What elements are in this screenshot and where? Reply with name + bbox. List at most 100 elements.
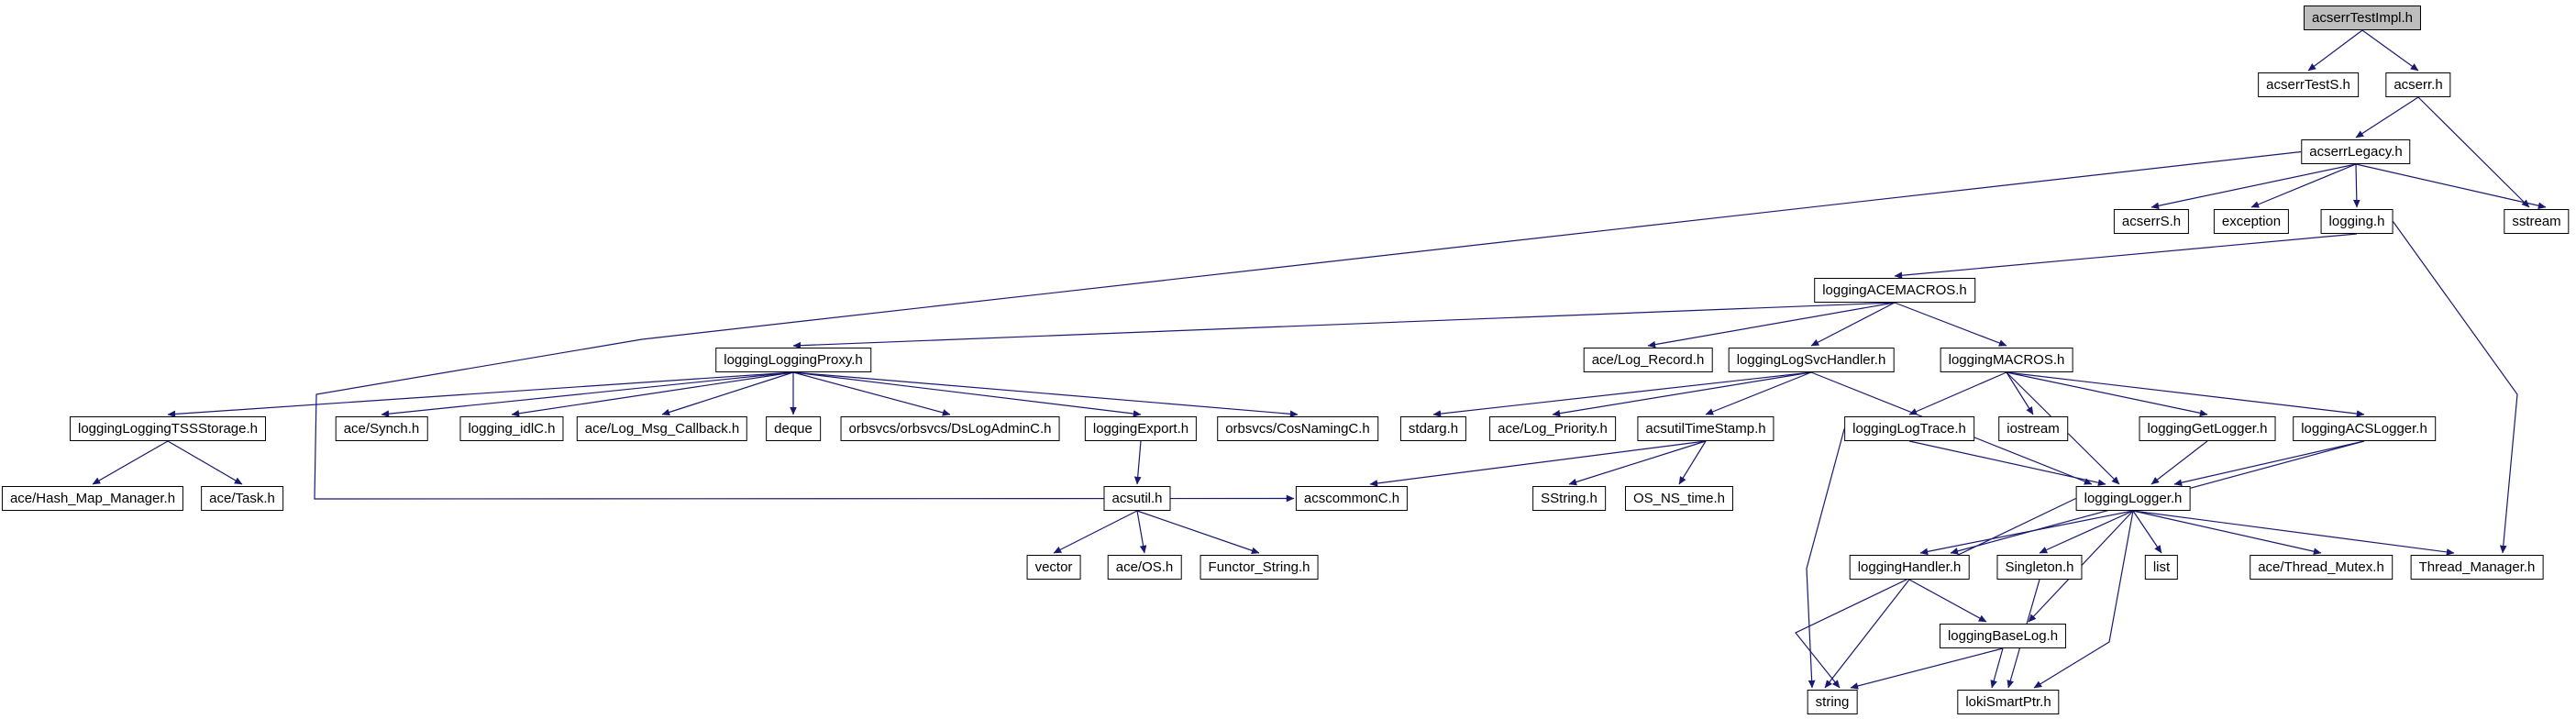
node-acserrtests-h[interactable]: acserrTestS.h bbox=[2258, 72, 2359, 97]
node-loggingacslogger-h[interactable]: loggingACSLogger.h bbox=[2293, 416, 2436, 441]
node-logginglogsvchandler-h[interactable]: loggingLogSvcHandler.h bbox=[1728, 348, 1895, 372]
include-edge bbox=[1678, 440, 1707, 485]
node-loggingloggingtssstorage-h[interactable]: loggingLoggingTSSStorage.h bbox=[70, 416, 266, 441]
node-ace-os-h[interactable]: ace/OS.h bbox=[1107, 555, 1182, 580]
include-edge bbox=[1136, 510, 1147, 554]
include-edge bbox=[2250, 163, 2357, 208]
include-edge bbox=[2355, 96, 2419, 138]
include-edge bbox=[2132, 510, 2162, 554]
node-acserr-h[interactable]: acserr.h bbox=[2385, 72, 2451, 97]
include-edge bbox=[1908, 579, 1987, 623]
node-acserrtestimpl-h: acserrTestImpl.h bbox=[2303, 6, 2422, 30]
include-edge bbox=[1552, 371, 1812, 417]
include-edge bbox=[2150, 440, 2208, 485]
node-os-ns-time-h[interactable]: OS_NS_time.h bbox=[1624, 486, 1734, 511]
include-edge bbox=[1568, 440, 1707, 486]
include-edge bbox=[2307, 29, 2363, 72]
node-acsutiltimestamp-h[interactable]: acsutilTimeStamp.h bbox=[1637, 416, 1774, 441]
include-edge bbox=[1990, 647, 2004, 689]
include-edge bbox=[1908, 440, 2106, 487]
node-loggingexport-h[interactable]: loggingExport.h bbox=[1084, 416, 1198, 441]
include-edge bbox=[1894, 302, 2007, 347]
include-edge bbox=[2355, 163, 2547, 209]
node-logginghandler-h[interactable]: loggingHandler.h bbox=[1849, 555, 1970, 580]
include-edge bbox=[167, 440, 243, 485]
include-edge bbox=[661, 371, 794, 416]
node-acserrlegacy-h[interactable]: acserrLegacy.h bbox=[2301, 139, 2411, 164]
include-edge bbox=[792, 371, 1142, 417]
node-iostream[interactable]: iostream bbox=[1998, 416, 2068, 441]
node-logginggetlogger-h[interactable]: loggingGetLogger.h bbox=[2139, 416, 2276, 441]
node-deque[interactable]: deque bbox=[766, 416, 821, 441]
include-edge bbox=[1919, 510, 2134, 556]
include-edge bbox=[2352, 163, 2360, 208]
node-string[interactable]: string bbox=[1807, 690, 1858, 714]
node-exception[interactable]: exception bbox=[2213, 209, 2290, 234]
node-loggingacemacros-h[interactable]: loggingACEMACROS.h bbox=[1814, 278, 1975, 303]
node-thread-manager-h[interactable]: Thread_Manager.h bbox=[2410, 555, 2544, 580]
node-logginglogtrace-h[interactable]: loggingLogTrace.h bbox=[1844, 416, 1974, 441]
node-ace-task-h[interactable]: ace/Task.h bbox=[201, 486, 283, 511]
include-edge bbox=[1850, 647, 2004, 690]
include-edge bbox=[2033, 510, 2134, 689]
node-lokismartptr-h[interactable]: lokiSmartPtr.h bbox=[1957, 690, 2060, 714]
include-edge bbox=[1705, 371, 1812, 415]
node-logging-idlc-h[interactable]: logging_idlC.h bbox=[459, 416, 564, 441]
include-edge bbox=[2392, 221, 2518, 554]
include-edge bbox=[314, 150, 2302, 503]
node-orbsvcs-cosnamingc-h[interactable]: orbsvcs/CosNamingC.h bbox=[1217, 416, 1378, 441]
include-edge bbox=[511, 371, 794, 417]
include-edge bbox=[1894, 233, 2358, 280]
include-edge bbox=[381, 371, 794, 417]
node-orbsvcs-orbsvcs-dslogadminc-h[interactable]: orbsvcs/orbsvcs/DsLogAdminC.h bbox=[840, 416, 1060, 441]
include-edge bbox=[2039, 510, 2134, 554]
node-ace-log-record-h[interactable]: ace/Log_Record.h bbox=[1583, 348, 1713, 372]
node-stdarg-h[interactable]: stdarg.h bbox=[1399, 416, 1467, 441]
node-list[interactable]: list bbox=[2144, 555, 2179, 580]
node-ace-synch-h[interactable]: ace/Synch.h bbox=[335, 416, 428, 441]
include-edge bbox=[2417, 96, 2530, 208]
node-vector[interactable]: vector bbox=[1026, 555, 1081, 580]
include-edge bbox=[92, 440, 169, 485]
node-ace-log-msg-callback-h[interactable]: ace/Log_Msg_Callback.h bbox=[576, 416, 748, 441]
node-acscommonc-h[interactable]: acscommonC.h bbox=[1295, 486, 1409, 511]
include-edge bbox=[792, 302, 1896, 349]
include-edge bbox=[1432, 371, 1812, 417]
include-edge bbox=[2361, 29, 2419, 72]
include-edge bbox=[792, 371, 951, 416]
node-loggingbaselog-h[interactable]: loggingBaseLog.h bbox=[1939, 624, 2067, 648]
include-edge bbox=[167, 371, 794, 418]
include-edge bbox=[2150, 163, 2357, 210]
node-acserrs-h[interactable]: acserrS.h bbox=[2113, 209, 2190, 234]
include-edge bbox=[2132, 510, 2322, 555]
include-edge bbox=[2173, 440, 2365, 486]
include-edge bbox=[1133, 440, 1142, 485]
include-edge bbox=[1824, 579, 1910, 689]
include-edge bbox=[2006, 371, 2365, 417]
include-edge bbox=[1136, 510, 1260, 554]
node-sstream[interactable]: sstream bbox=[2504, 209, 2570, 234]
include-edge bbox=[2006, 371, 2208, 417]
node-acsutil-h[interactable]: acsutil.h bbox=[1103, 486, 1171, 511]
node-logging-h[interactable]: logging.h bbox=[2320, 209, 2394, 234]
node-ace-thread-mutex-h[interactable]: ace/Thread_Mutex.h bbox=[2250, 555, 2393, 580]
node-logginglogger-h[interactable]: loggingLogger.h bbox=[2075, 486, 2191, 511]
include-edge bbox=[1053, 510, 1138, 554]
node-functor-string-h[interactable]: Functor_String.h bbox=[1200, 555, 1319, 580]
include-edge bbox=[2132, 510, 2455, 556]
node-sstring-h[interactable]: SString.h bbox=[1532, 486, 1606, 511]
node-singleton-h[interactable]: Singleton.h bbox=[1996, 555, 2083, 580]
node-loggingloggingproxy-h[interactable]: loggingLoggingProxy.h bbox=[715, 348, 871, 372]
include-edge bbox=[1369, 440, 1707, 487]
include-edge bbox=[1908, 371, 2007, 415]
include-edge bbox=[792, 371, 1299, 418]
node-ace-log-priority-h[interactable]: ace/Log_Priority.h bbox=[1489, 416, 1616, 441]
node-ace-hash-map-manager-h[interactable]: ace/Hash_Map_Manager.h bbox=[1, 486, 184, 511]
include-edge bbox=[1647, 302, 1896, 348]
node-loggingmacros-h[interactable]: loggingMACROS.h bbox=[1940, 348, 2073, 372]
include-edge bbox=[1806, 428, 1845, 689]
include-edge bbox=[1795, 497, 2076, 689]
